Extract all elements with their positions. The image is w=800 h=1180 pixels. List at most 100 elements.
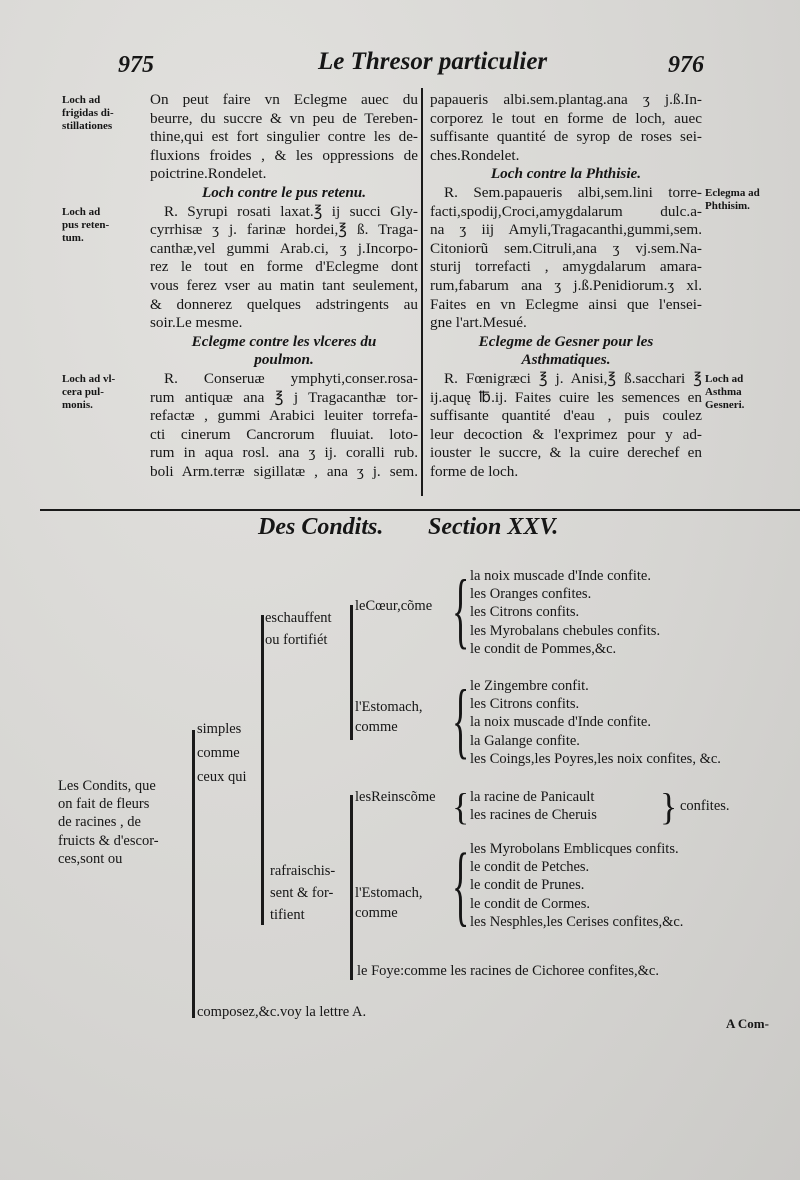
text-line: Faites en vn Eclegme ainsi que l'ensei- <box>430 295 702 313</box>
tree-leaf: les Citrons confits. <box>470 696 580 713</box>
tree-node-coeur: leCœur,cõme <box>355 598 433 614</box>
tree-leaf: la noix muscade d'Inde confite. <box>470 568 651 584</box>
text-line: R. Conseruæ ymphyti,conser.rosa- <box>164 370 418 387</box>
tree-leaf: les Myrobolans Emblicques confits. <box>470 841 679 857</box>
tree-node-composez: composez,&c.voy la lettre A. <box>197 1004 367 1020</box>
text-line: refactæ , gummi Arabici leuiter torrefa- <box>150 407 418 425</box>
tree-node-eschauffent: eschauffent <box>265 610 332 626</box>
text-line: rum antiquæ ana ℥ j Tragacanthæ tor- <box>150 388 418 406</box>
text-line: R. Fœnigræci ℥ j. Anisi,℥ ß.sacchari ℥ <box>444 370 702 387</box>
text-line: soir.Le mesme. <box>150 314 243 332</box>
tree-leaf: les Nesphles,les Cerises confites,&c. <box>470 913 684 930</box>
text-line: papaueris albi.sem.plantag.ana ʒ j.ß.In- <box>430 91 702 108</box>
tree-leaf: la racine de Panicault <box>470 789 595 805</box>
tree-root: Les Condits, que <box>58 778 156 794</box>
text-line: iouster le succre, & la cuire derechef e… <box>430 444 702 462</box>
tree-node-foye: le Foye:comme les racines de Cichoree co… <box>357 963 659 979</box>
bracket-line <box>350 605 353 740</box>
running-title: Le Thresor particulier <box>318 48 548 75</box>
tree-leaf: le condit de Pommes,&c. <box>470 640 617 657</box>
text-line: gne l'art.Mesué. <box>430 314 527 332</box>
subheading: Loch contre la Phthisie. <box>490 165 642 183</box>
tree-leaf: le condit de Petches. <box>470 859 590 876</box>
margin-note: Loch ad vl-cera pul-monis. <box>62 373 116 411</box>
text-line: R. Syrupi rosati laxat.℥ ij succi Gly- <box>164 202 418 220</box>
text-line: rum,fabarum ana ʒ j.ß.Penidiorum.ʒ xl. <box>430 277 702 294</box>
text-line: leur decoction & l'exprimez pour y ad- <box>430 425 702 443</box>
page-number-right: 976 <box>668 52 704 78</box>
text-line: cti cinerum Cancrorum fluuiat. loto- <box>150 425 418 443</box>
text-line: R. Sem.papaueris albi,sem.lini torre- <box>444 184 702 201</box>
text-line: beurre, du succre & vn peu de Tereben- <box>150 109 418 127</box>
tree-node-estomach: l'Estomach, <box>355 699 423 715</box>
tree-leaf: le condit de Prunes. <box>470 877 585 894</box>
subheading: Loch contre le pus retenu. <box>201 184 367 201</box>
text-line: & donnerez quelques adstringents au <box>150 295 418 313</box>
tree-node-simples: ceux qui <box>197 769 247 785</box>
tree-root: fruicts & d'escor- <box>58 832 159 849</box>
text-line: sturij torrefacti , amygdalarum amara- <box>430 258 702 276</box>
text-line: ches.Rondelet. <box>430 146 520 164</box>
brace-icon: { <box>452 672 470 767</box>
text-line: thine,qui est fort singulier contre les … <box>150 128 418 146</box>
tree-leaf: les Coings,les Poyres,les noix confites,… <box>470 750 721 767</box>
tree-root: de racines , de <box>58 814 141 831</box>
tree-node-rafraischissent: sent & for- <box>270 885 334 901</box>
tree-leaf: la noix muscade d'Inde confite. <box>470 714 651 731</box>
subheading: Eclegme contre les vlceres du <box>191 332 377 350</box>
text-line: On peut faire vn Eclegme auec du <box>150 91 418 108</box>
text-line: vous ferez vser au matin tant seulement, <box>150 277 418 294</box>
tree-root: on fait de fleurs <box>58 796 150 813</box>
brace-icon: { <box>452 835 470 935</box>
tree-leaf: les Myrobalans chebules confits. <box>470 622 661 639</box>
text-line: ij.aquę ℔.ij. Faites cuire les semences … <box>430 388 702 406</box>
tree-node-rafraischissent: tifient <box>270 907 305 923</box>
text-line: cyrrhisæ ʒ j. farinæ hordei,℥ ß. Traga- <box>150 221 418 239</box>
column-divider <box>421 88 423 496</box>
tree-leaf-suffix: confites. <box>680 798 730 814</box>
text-line: na ʒ iij Amyli,Tragacanthi,gummi,sem. <box>430 221 702 239</box>
tree-leaf: les racines de Cheruis <box>470 807 597 824</box>
text-line: suffisante quantité d'eau , puis coulez <box>430 407 702 425</box>
tree-node-reins: lesReinscõme <box>355 789 436 805</box>
tree-node-simples: comme <box>197 745 240 761</box>
tree-leaf: les Oranges confites. <box>470 586 592 603</box>
text-line: corporez le tout en forme de loch, auec <box>430 109 702 127</box>
section-title: Des Condits. <box>258 514 384 540</box>
bracket-line <box>261 615 264 925</box>
catchword: A Com- <box>726 1016 769 1031</box>
tree-node-rafraischissent: rafraischis- <box>270 863 336 879</box>
brace-icon: { <box>452 562 470 657</box>
text-line: canthæ,vel gummi Arab.ci, ʒ j.Incorpo- <box>150 239 418 257</box>
subheading: Asthmatiques. <box>521 351 611 369</box>
tree-leaf: le condit de Cormes. <box>470 895 591 912</box>
section-divider <box>40 509 800 511</box>
text-line: facti,spodij,Croci,amygdalarum dulc.a- <box>430 202 702 220</box>
text-line: rum in aqua rosl. ana ʒ ij. coralli rub. <box>150 444 418 462</box>
page-number-left: 975 <box>118 52 154 78</box>
subheading: Eclegme de Gesner pour les <box>478 332 654 350</box>
tree-node-estomach: comme <box>355 719 398 735</box>
bracket-line <box>192 730 195 1018</box>
brace-icon: } <box>660 786 678 828</box>
tree-node-eschauffent: ou fortifiét <box>265 632 328 648</box>
tree-node-simples: simples <box>197 721 242 737</box>
brace-icon: { <box>452 786 470 828</box>
bracket-line <box>350 795 353 980</box>
text-line: suffisante quantité de syrop de roses se… <box>430 128 702 146</box>
subheading: poulmon. <box>254 351 314 369</box>
text-line: forme de loch. <box>430 463 519 480</box>
section-number: Section XXV. <box>428 514 559 540</box>
tree-root: ces,sont ou <box>58 850 123 867</box>
tree-node-estomach: comme <box>355 905 398 921</box>
text-line: rez le tout en forme d'Eclegme dont <box>150 258 418 276</box>
tree-node-estomach: l'Estomach, <box>355 885 423 901</box>
text-line: fluxions froides , & les oppressions de <box>150 146 418 164</box>
tree-leaf: les Citrons confits. <box>470 604 580 621</box>
text-line: poictrine.Rondelet. <box>150 165 267 183</box>
